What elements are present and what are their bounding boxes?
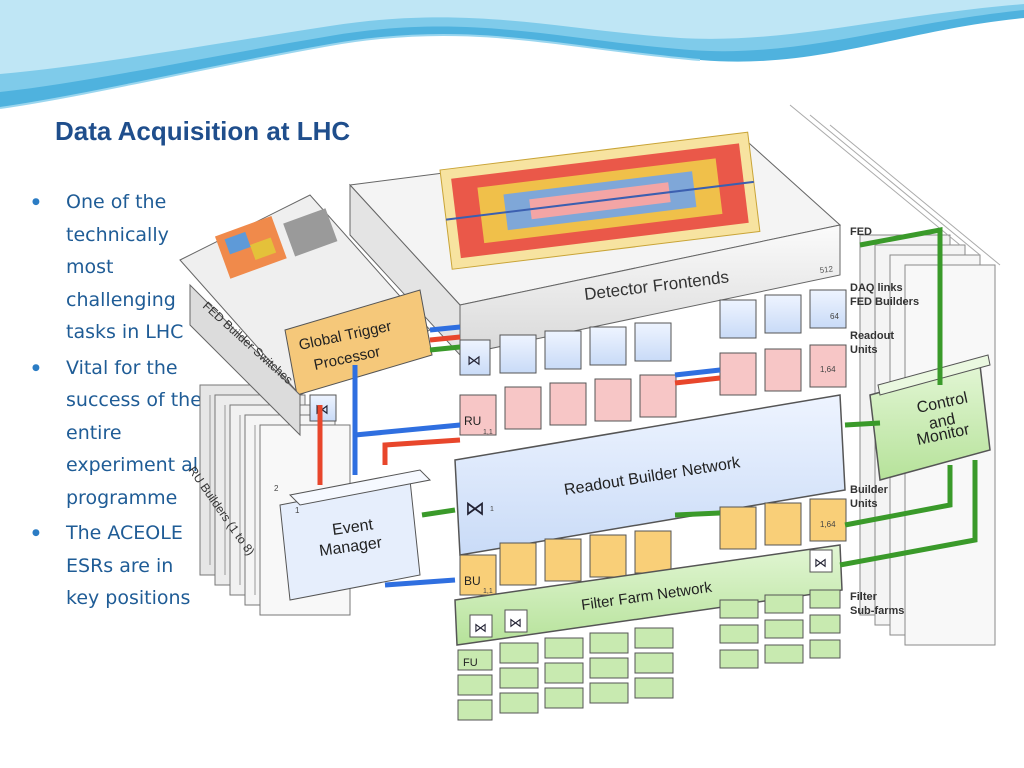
control-monitor: Control and Monitor <box>869 354 991 481</box>
builder-units-row: BU 1,1 1,64 <box>459 498 847 596</box>
fed-builder-row: ⋈ 64 <box>459 289 847 376</box>
bu-index-first: 1,1 <box>483 588 493 595</box>
count-512: 512 <box>819 264 834 275</box>
label-fed-builders: FED Builders <box>850 296 919 308</box>
bu-label: BU <box>464 574 481 588</box>
count-64: 64 <box>830 312 839 321</box>
bullet-item: One of the technically most challenging … <box>30 186 205 349</box>
label-two: 2 <box>274 484 279 493</box>
switch-icon: ⋈ <box>465 498 485 520</box>
global-trigger-processor: Global Trigger Processor <box>179 194 433 396</box>
label-one: 1 <box>295 506 300 515</box>
label-readout-units: Units <box>850 344 878 356</box>
filter-units: FU <box>457 589 841 721</box>
label-builder-units: Units <box>850 498 878 510</box>
label-one: 1 <box>490 506 494 513</box>
ru-index-last: 1,64 <box>820 365 836 374</box>
ru-label: RU <box>464 414 481 428</box>
detector-frontends: Detector Frontends 512 <box>348 131 842 357</box>
control-line2: and <box>927 411 957 433</box>
filter-farm-network: Filter Farm Network ⋈ ⋈ ⋈ <box>454 544 843 646</box>
bu-index-last: 1,64 <box>820 520 836 529</box>
slide-title: Data Acquisition at LHC <box>55 116 351 146</box>
switch-icon: ⋈ <box>814 555 827 570</box>
switch-icon: ⋈ <box>509 615 522 630</box>
label-filter-subfarms: Sub-farms <box>850 605 904 617</box>
side-labels: FED DAQ links FED Builders Readout Units… <box>850 226 919 617</box>
header-wave <box>0 0 1024 109</box>
bullet-item: Vital for the success of the entire expe… <box>30 352 205 515</box>
daq-diagram: Detector Frontends 512 Global Trigger Pr… <box>179 104 1001 721</box>
label-readout: Readout <box>850 330 894 342</box>
label-daq-links: DAQ links <box>850 282 903 294</box>
event-manager: Event Manager 1 2 <box>274 469 432 601</box>
event-manager-line1: Event <box>331 516 374 539</box>
readout-units-row: RU 1,1 1,64 <box>459 344 847 436</box>
label-filter: Filter <box>850 591 878 603</box>
ru-index-first: 1,1 <box>483 429 493 436</box>
bullet-list: One of the technically most challenging … <box>30 186 205 618</box>
label-fed: FED <box>850 226 872 238</box>
readout-builder-network: Readout Builder Network ⋈ 1 <box>454 394 846 556</box>
connection-links <box>317 226 978 588</box>
switch-icon: ⋈ <box>467 352 481 368</box>
fu-label: FU <box>463 657 478 669</box>
label-builder: Builder <box>850 484 889 496</box>
bullet-item: The ACEOLE ESRs are in key positions <box>30 517 205 615</box>
switch-icon: ⋈ <box>474 620 487 635</box>
